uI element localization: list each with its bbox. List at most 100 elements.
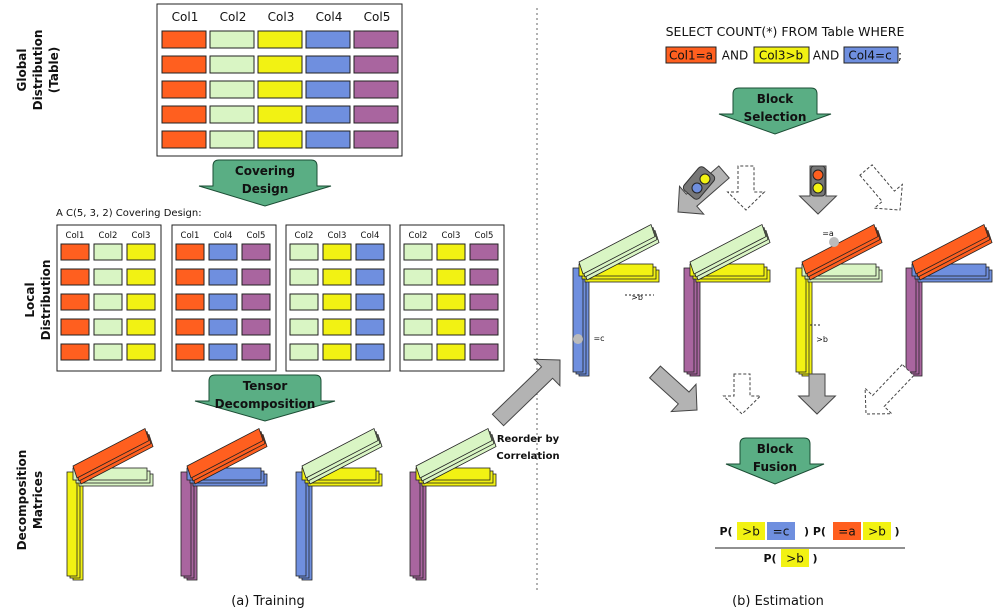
table-cell	[126, 343, 156, 361]
predicate-col1: Col1=a	[669, 49, 713, 63]
table-cell	[175, 343, 205, 361]
layer	[572, 267, 584, 373]
column-header: Col4	[361, 231, 380, 241]
factor-side-stack	[180, 471, 198, 581]
table-cell	[175, 293, 205, 311]
row-label-decomp: Decomposition	[15, 450, 29, 551]
column-header: Col4	[214, 231, 233, 241]
banner-line-1: Tensor	[243, 379, 288, 393]
banner-line-1: Covering	[235, 164, 295, 178]
table-cell	[469, 268, 499, 286]
factor-middle-stack	[301, 467, 383, 487]
query-semicolon: ;	[898, 49, 902, 63]
table-cell	[436, 268, 466, 286]
column-header: Col4	[316, 10, 343, 24]
table-cell	[60, 318, 90, 336]
layer	[301, 427, 379, 479]
table-cell	[289, 343, 319, 361]
column-header: Col3	[132, 231, 151, 241]
formula-box	[737, 522, 765, 540]
row-label-decomp: Matrices	[31, 471, 45, 529]
factor-top-stack	[415, 427, 497, 485]
column-header: Col2	[99, 231, 118, 241]
table-cell	[126, 293, 156, 311]
table-cell	[355, 243, 385, 261]
table-cell	[93, 268, 123, 286]
table-cell	[257, 80, 303, 99]
table-cell	[241, 243, 271, 261]
table-cell	[161, 130, 207, 149]
table-cell	[403, 268, 433, 286]
factor-side-stack	[795, 267, 813, 377]
formula-term: =c	[773, 525, 790, 539]
banner-line-1: Block	[757, 92, 795, 106]
table-cell	[175, 318, 205, 336]
light-yellow	[812, 182, 824, 194]
table-cell	[436, 243, 466, 261]
table-cell	[60, 243, 90, 261]
banner-line-2: Selection	[744, 110, 807, 124]
formula-p: )	[894, 525, 899, 538]
table-cell	[60, 293, 90, 311]
table-cell	[126, 268, 156, 286]
table-cell	[161, 30, 207, 49]
layer	[180, 471, 192, 577]
layer	[801, 223, 879, 275]
predicate-col4: Col4=c	[848, 49, 891, 63]
reorder-arrow	[491, 358, 561, 427]
local-table: Col2 Col3 Col5	[399, 224, 505, 372]
table-cell	[322, 243, 352, 261]
factor-top-stack	[689, 223, 771, 281]
table-cell	[436, 343, 466, 361]
formula-term: >b	[742, 525, 760, 539]
layer	[911, 223, 989, 275]
row-label-local: Distribution	[39, 260, 53, 341]
factor-top-stack	[578, 223, 660, 281]
table-cell	[208, 268, 238, 286]
table-cell	[161, 105, 207, 124]
annotation-eq-c: =c	[593, 334, 604, 343]
layer	[295, 471, 307, 577]
light-yellow	[699, 173, 711, 185]
table-cell	[241, 343, 271, 361]
query-and: AND	[813, 49, 839, 63]
table-cell	[305, 130, 351, 149]
table-cell	[436, 318, 466, 336]
table-cell	[257, 55, 303, 74]
table-cell	[436, 293, 466, 311]
table-cell	[355, 343, 385, 361]
column-header: Col2	[295, 231, 314, 241]
column-header: Col5	[247, 231, 266, 241]
layer	[689, 223, 767, 275]
table-cell	[161, 55, 207, 74]
banner-arrow	[194, 374, 336, 422]
formula-p: ) P(	[804, 525, 826, 538]
predicate-col3: Col3>b	[759, 49, 803, 63]
factor-bundle	[572, 223, 660, 377]
factor-bundle	[66, 427, 154, 581]
table-cell	[403, 243, 433, 261]
column-header: Col5	[475, 231, 494, 241]
query-and: AND	[722, 49, 748, 63]
factor-top-stack	[186, 427, 268, 485]
annotation-eq-a: =a	[822, 229, 834, 238]
column-header: Col3	[442, 231, 461, 241]
layer	[186, 427, 264, 479]
table-cell	[175, 268, 205, 286]
factor-top-stack	[301, 427, 383, 485]
banner-arrow	[198, 159, 332, 207]
formula-box	[833, 522, 861, 540]
column-header: Col2	[409, 231, 428, 241]
layer	[72, 427, 150, 479]
fusion-arrow-2	[722, 373, 762, 415]
table-cell	[305, 80, 351, 99]
table-cell	[93, 293, 123, 311]
formula-box	[863, 522, 891, 540]
table-cell	[93, 243, 123, 261]
caption-training: (a) Training	[231, 594, 305, 609]
traffic-light	[810, 165, 826, 197]
